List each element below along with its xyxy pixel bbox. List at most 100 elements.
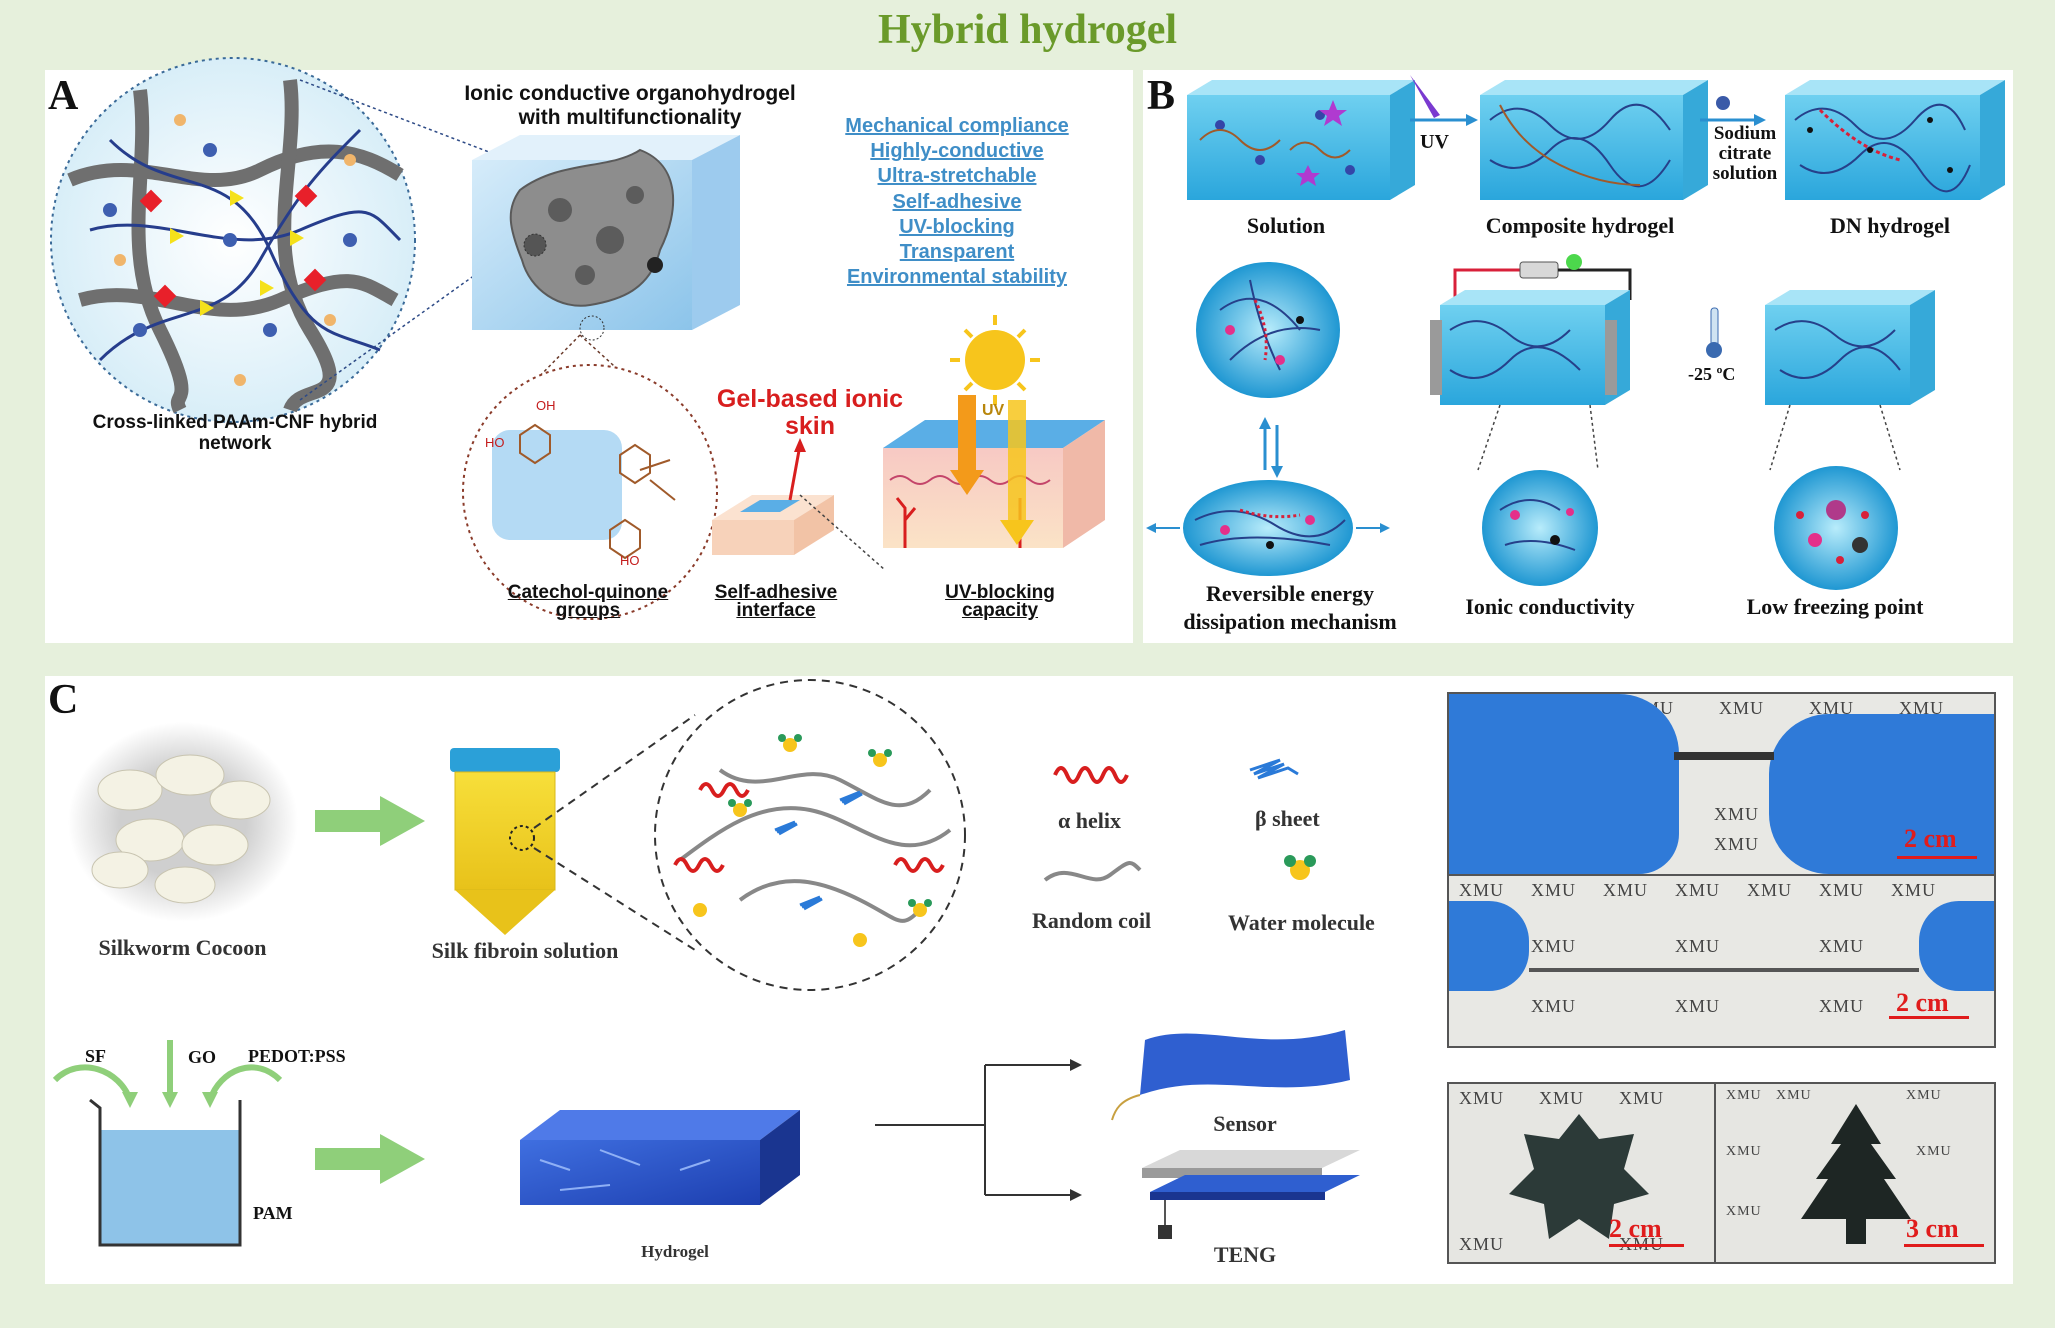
watermark: XMU — [1675, 880, 1721, 900]
stretched-strip — [1529, 968, 1919, 972]
hybrid-network-circle — [50, 57, 416, 423]
watermark: XMU — [1603, 880, 1649, 900]
scale-bar-3: 2 cm — [1609, 1214, 1662, 1243]
panel-b-label: B — [1147, 73, 1176, 119]
legend-beta-sheet: β sheet — [1255, 806, 1320, 831]
composite-box — [1480, 80, 1708, 200]
caption-energy-dissipation-line-2: dissipation mechanism — [1183, 609, 1397, 634]
scale-bar-1-line — [1897, 856, 1977, 859]
watermark: XMU — [1531, 996, 1577, 1016]
watermark: XMU — [1819, 936, 1865, 956]
watermark: XMU — [1459, 880, 1505, 900]
uv-label-a: UV — [982, 402, 1005, 419]
input-label-sf: SF — [85, 1046, 107, 1066]
circuit-box — [1430, 254, 1632, 405]
stage-label-composite: Composite hydrogel — [1485, 213, 1675, 238]
watermark: XMU — [1531, 936, 1577, 956]
scale-bar-4: 3 cm — [1906, 1214, 1959, 1243]
hydroxyl-label-1: HO — [485, 435, 505, 450]
teng-device — [1142, 1150, 1360, 1239]
beaker — [89, 1098, 242, 1247]
watermark: XMU — [1916, 1144, 1952, 1159]
star-shape-hydrogel — [1509, 1114, 1649, 1239]
solution-box — [1187, 80, 1415, 200]
energy-dissipation-lower — [1146, 480, 1390, 576]
caption-energy-dissipation-line-1: Reversible energy — [1206, 581, 1374, 606]
watermark: XMU — [1459, 1234, 1505, 1254]
dn-box — [1785, 80, 2005, 200]
panel-a-heading: Ionic conductive organohydrogel with mul… — [400, 82, 860, 130]
watermark: XMU — [1531, 880, 1577, 900]
watermark: XMU — [1459, 1088, 1505, 1108]
caption-uv-blocking-line-1: UV-blocking — [945, 582, 1055, 603]
gel-skin-label-line-2: skin — [784, 412, 836, 440]
uv-lamp-icon — [1410, 75, 1440, 118]
caption-self-adhesive: Self-adhesive interface — [686, 583, 866, 620]
watermark: XMU — [1809, 698, 1855, 718]
cocoon-label: Silkworm Cocoon — [98, 935, 267, 960]
stage-label-dn: DN hydrogel — [1830, 213, 1950, 238]
input-label-go: GO — [188, 1047, 217, 1067]
network-caption-line-1: Cross-linked PAAm-CNF hybrid — [92, 412, 378, 433]
panel-a-heading-line-2: with multifunctionality — [518, 106, 742, 129]
thermometer-icon — [1706, 307, 1722, 358]
caption-low-freezing: Low freezing point — [1746, 594, 1924, 619]
alpha-helix-legend-icon — [1053, 766, 1129, 784]
caption-catechol-line-1: Catechol-quinone — [507, 582, 669, 603]
watermark: XMU — [1714, 804, 1760, 824]
organohydrogel-cube — [472, 135, 740, 341]
panel-c-label: C — [48, 677, 79, 723]
equilibrium-arrows — [1259, 417, 1283, 478]
catechol-circle: HO OH HO — [462, 364, 718, 620]
network-caption-line-2: network — [198, 433, 272, 454]
reagent-label-line-2: citrate — [1718, 143, 1772, 164]
watermark: XMU — [1675, 936, 1721, 956]
uv-blocking-skin: UV — [883, 315, 1105, 548]
silkworm-cocoon-photo — [68, 722, 298, 922]
energy-dissipation-upper — [1196, 262, 1340, 398]
stretched-strip — [1674, 752, 1774, 760]
citrate-icon — [1716, 96, 1730, 110]
watermark: XMU — [1776, 1088, 1812, 1103]
skin-arrow — [788, 444, 802, 501]
scale-bar-4-line — [1904, 1244, 1984, 1247]
legend-water-molecule: Water molecule — [1228, 910, 1375, 935]
panel-a-heading-line-1: Ionic conductive organohydrogel — [464, 82, 796, 105]
teng-label: TENG — [1213, 1242, 1277, 1267]
gel-skin-label: Gel-based ionic skin — [680, 386, 940, 440]
caption-uv-blocking-line-2: capacity — [961, 600, 1039, 621]
low-freezing-circle — [1774, 466, 1898, 590]
reagent-label: Sodium citrate solution — [1690, 124, 1800, 184]
legend-random-coil: Random coil — [1032, 908, 1152, 933]
feature-uv-blocking: UV-blocking — [899, 215, 1015, 238]
hydrogel-block — [520, 1110, 800, 1205]
process-arrow-1 — [315, 796, 425, 846]
freezing-box — [1765, 290, 1935, 405]
watermark: XMU — [1539, 1088, 1585, 1108]
sensor-film — [1111, 1030, 1350, 1121]
stretch-photo-top: XMU XMU XMU XMU XMU XMU XMU 2 cm — [1447, 692, 1996, 876]
feature-highly-conductive: Highly-conductive — [870, 140, 1044, 163]
reagent-label-line-1: Sodium — [1713, 123, 1777, 144]
watermark: XMU — [1906, 1088, 1942, 1103]
stretch-photo-bottom: XMU XMU XMU XMU XMU XMU XMU XMU XMU XMU … — [1447, 874, 1996, 1048]
process-arrow-2 — [315, 1134, 425, 1184]
watermark: XMU — [1819, 996, 1865, 1016]
scale-bar-2-line — [1889, 1016, 1969, 1019]
silk-solution-label: Silk fibroin solution — [431, 938, 619, 963]
pam-label: PAM — [253, 1203, 293, 1223]
input-label-pedot-pss: PEDOT:PSS — [248, 1046, 346, 1066]
caption-energy-dissipation: Reversible energy dissipation mechanism — [1140, 580, 1440, 636]
legend-alpha-helix: α helix — [1058, 808, 1122, 833]
gel-skin-label-line-1: Gel-based ionic — [716, 385, 904, 413]
self-adhesive-block — [712, 495, 834, 555]
water-molecule-legend-icon — [1284, 855, 1316, 880]
scale-bar-1: 2 cm — [1904, 824, 1957, 853]
figure-title: Hybrid hydrogel — [877, 7, 1178, 53]
silk-fibroin-tube — [450, 748, 560, 935]
watermark: XMU — [1726, 1144, 1762, 1159]
random-coil-legend-icon — [1043, 861, 1142, 882]
caption-catechol: Catechol-quinone groups — [478, 582, 698, 620]
